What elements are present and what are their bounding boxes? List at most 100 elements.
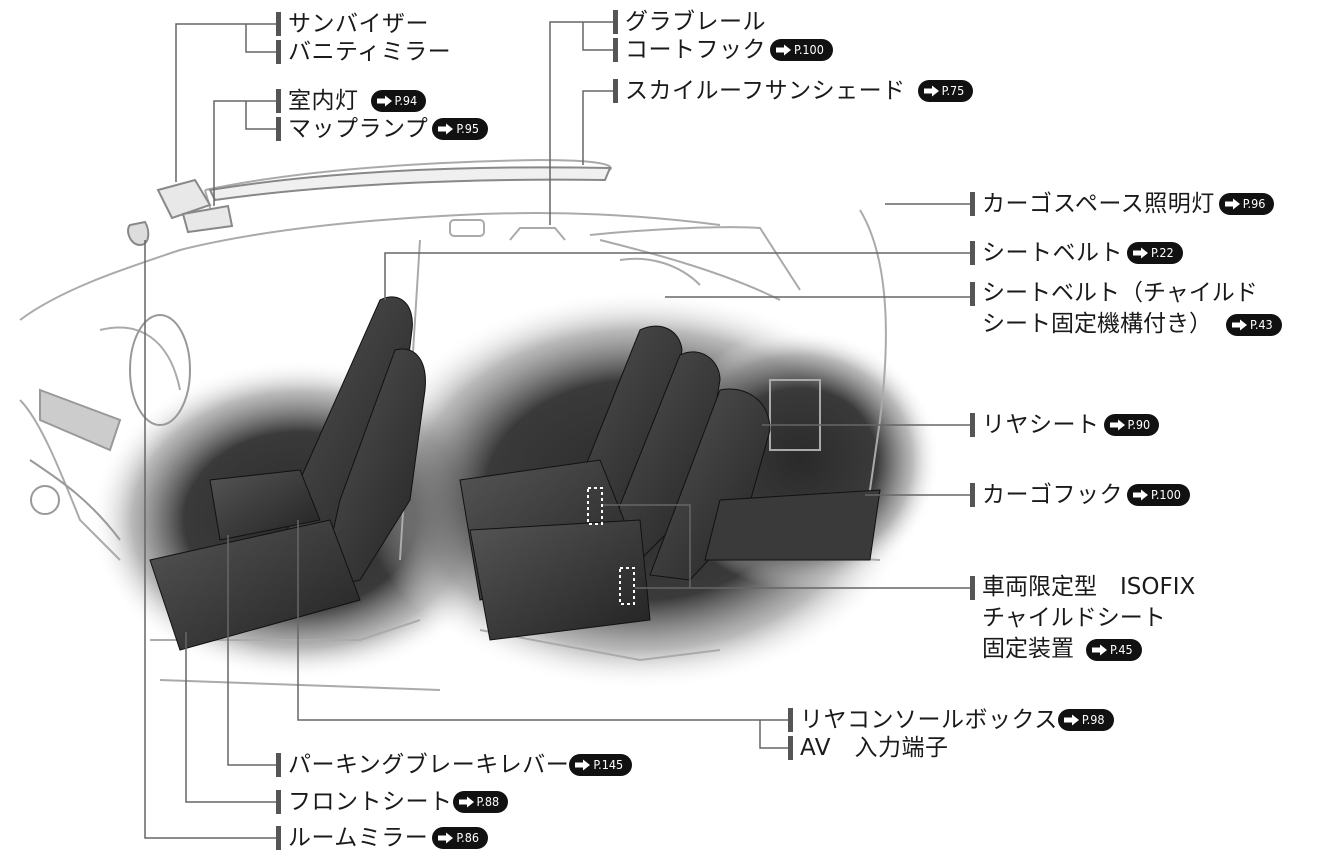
callout-sun-visor: サンバイザー bbox=[276, 12, 429, 36]
page-ref: P.94 bbox=[395, 95, 418, 108]
label-isofix-line3: 固定装置 bbox=[982, 634, 1074, 665]
page-ref: P.45 bbox=[1110, 634, 1133, 665]
page-ref-badge[interactable]: P.95 bbox=[432, 118, 488, 140]
tick-mark bbox=[970, 483, 975, 507]
callout-seatbelt-child: シートベルト（チャイルド シート固定機構付き） P.43 bbox=[970, 278, 1282, 340]
label-coat-hook: コートフック bbox=[625, 39, 766, 62]
callout-av-input: AV 入力端子 bbox=[788, 736, 949, 760]
arrow-right-icon bbox=[1231, 319, 1248, 331]
page-ref-badge[interactable]: P.98 bbox=[1058, 709, 1114, 731]
label-sky-roof-shade: スカイルーフサンシェード bbox=[625, 80, 906, 103]
page-ref-badge[interactable]: P.90 bbox=[1104, 414, 1160, 436]
arrow-right-icon bbox=[574, 759, 591, 771]
tick-mark bbox=[276, 753, 281, 777]
callout-rear-seat: リヤシート P.90 bbox=[970, 413, 1159, 437]
page-ref-badge[interactable]: P.43 bbox=[1226, 314, 1282, 336]
page-ref: P.100 bbox=[794, 44, 824, 57]
page-ref: P.145 bbox=[593, 759, 623, 772]
page-ref: P.22 bbox=[1151, 247, 1174, 260]
page-ref: P.96 bbox=[1243, 198, 1266, 211]
page-ref: P.75 bbox=[942, 85, 965, 98]
page-ref: P.88 bbox=[477, 796, 500, 809]
page-ref-badge[interactable]: P.75 bbox=[918, 80, 974, 102]
label-grab-rail: グラブレール bbox=[625, 11, 766, 34]
callout-seatbelt: シートベルト P.22 bbox=[970, 241, 1183, 265]
page-ref: P.90 bbox=[1128, 419, 1151, 432]
label-front-seat: フロントシート bbox=[288, 791, 453, 814]
callout-room-lamp: 室内灯 P.94 bbox=[276, 89, 426, 113]
tick-mark bbox=[613, 38, 618, 62]
page-ref-badge[interactable]: P.96 bbox=[1219, 193, 1275, 215]
callout-room-mirror: ルームミラー P.86 bbox=[276, 826, 488, 850]
callout-isofix: 車両限定型 ISOFIX チャイルドシート 固定装置 P.45 bbox=[970, 572, 1195, 665]
arrow-right-icon bbox=[775, 44, 792, 56]
tick-mark bbox=[970, 241, 975, 265]
label-rear-seat: リヤシート bbox=[982, 414, 1100, 437]
callout-coat-hook: コートフック P.100 bbox=[613, 38, 833, 62]
arrow-right-icon bbox=[1132, 489, 1149, 501]
label-sun-visor: サンバイザー bbox=[288, 13, 429, 36]
page-ref: P.86 bbox=[456, 832, 479, 845]
arrow-right-icon bbox=[1109, 419, 1126, 431]
tick-mark bbox=[788, 736, 793, 760]
arrow-right-icon bbox=[923, 85, 940, 97]
label-seatbelt-child-line1: シートベルト（チャイルド bbox=[982, 278, 1258, 309]
page-ref: P.43 bbox=[1250, 309, 1273, 340]
label-cargo-light: カーゴスペース照明灯 bbox=[982, 193, 1215, 216]
page-ref-badge[interactable]: P.94 bbox=[371, 90, 427, 112]
tick-mark bbox=[788, 708, 793, 732]
label-room-mirror: ルームミラー bbox=[288, 827, 428, 850]
tick-mark bbox=[970, 282, 975, 306]
label-rear-console: リヤコンソールボックス bbox=[800, 709, 1058, 732]
page-ref-badge[interactable]: P.100 bbox=[1127, 484, 1190, 506]
arrow-right-icon bbox=[1091, 644, 1108, 656]
page-ref: P.100 bbox=[1151, 489, 1181, 502]
tick-mark bbox=[276, 89, 281, 113]
page-ref-badge[interactable]: P.22 bbox=[1127, 242, 1183, 264]
label-isofix-line1: 車両限定型 ISOFIX bbox=[982, 572, 1195, 603]
arrow-right-icon bbox=[1063, 714, 1080, 726]
tick-mark bbox=[970, 192, 975, 216]
tick-mark bbox=[276, 117, 281, 141]
label-cargo-hook: カーゴフック bbox=[982, 484, 1123, 507]
arrow-right-icon bbox=[376, 95, 393, 107]
page-ref-badge[interactable]: P.86 bbox=[432, 827, 488, 849]
page-ref-badge[interactable]: P.145 bbox=[569, 754, 632, 776]
tick-mark bbox=[613, 79, 618, 103]
label-map-lamp: マップランプ bbox=[288, 118, 428, 141]
tick-mark bbox=[276, 790, 281, 814]
callout-sky-roof-shade: スカイルーフサンシェード P.75 bbox=[613, 79, 973, 103]
tick-mark bbox=[276, 826, 281, 850]
arrow-right-icon bbox=[1224, 198, 1241, 210]
arrow-right-icon bbox=[437, 832, 454, 844]
callout-grab-rail: グラブレール bbox=[613, 10, 766, 34]
tick-mark bbox=[613, 10, 618, 34]
tick-mark bbox=[276, 40, 281, 64]
label-room-lamp: 室内灯 bbox=[288, 90, 359, 113]
page-ref-badge[interactable]: P.45 bbox=[1086, 639, 1142, 661]
callout-vanity-mirror: バニティミラー bbox=[276, 40, 451, 64]
tick-mark bbox=[970, 576, 975, 600]
callout-parking-brake: パーキングブレーキレバー P.145 bbox=[276, 753, 632, 777]
page-ref-badge[interactable]: P.100 bbox=[770, 39, 833, 61]
page-ref: P.98 bbox=[1082, 714, 1105, 727]
tick-mark bbox=[970, 413, 975, 437]
arrow-right-icon bbox=[458, 796, 475, 808]
roof-console bbox=[128, 167, 610, 245]
callout-front-seat: フロントシート P.88 bbox=[276, 790, 508, 814]
label-isofix-line2: チャイルドシート bbox=[982, 603, 1166, 634]
callout-cargo-light: カーゴスペース照明灯 P.96 bbox=[970, 192, 1274, 216]
callout-rear-console: リヤコンソールボックス P.98 bbox=[788, 708, 1114, 732]
label-seatbelt: シートベルト bbox=[982, 242, 1123, 265]
callout-map-lamp: マップランプ P.95 bbox=[276, 117, 488, 141]
label-seatbelt-child-line2: シート固定機構付き） bbox=[982, 309, 1212, 340]
tick-mark bbox=[276, 12, 281, 36]
callout-cargo-hook: カーゴフック P.100 bbox=[970, 483, 1190, 507]
page-ref: P.95 bbox=[456, 123, 479, 136]
label-vanity-mirror: バニティミラー bbox=[288, 41, 451, 64]
label-parking-brake: パーキングブレーキレバー bbox=[288, 754, 569, 777]
label-av-input: AV 入力端子 bbox=[800, 737, 949, 760]
arrow-right-icon bbox=[1132, 247, 1149, 259]
arrow-right-icon bbox=[437, 123, 454, 135]
page-ref-badge[interactable]: P.88 bbox=[453, 791, 509, 813]
